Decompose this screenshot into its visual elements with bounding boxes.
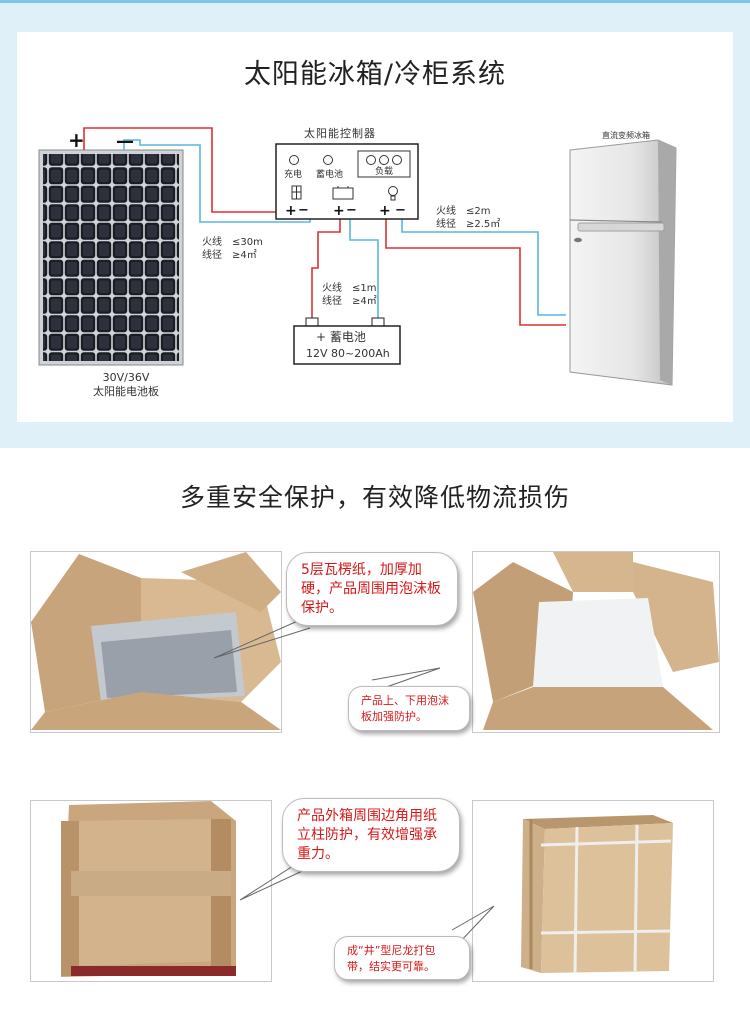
svg-text:+: + [285,203,297,219]
photo-open-box-foam [30,551,282,733]
photo-box-corners [30,800,272,982]
svg-text:−: − [298,203,309,218]
wire-spec-battery-length: 火线 ≤1m [322,283,377,294]
callout-strapping: 成“井”型尼龙打包带，结实更可靠。 [334,936,470,980]
storage-battery [293,317,401,365]
panel-positive-wire [83,127,300,213]
wires [83,127,566,326]
wiring-diagram: + — +− +− +− [38,127,677,386]
wire-spec-panel: 火线 ≤30m 线径 ≥4㎡ [202,236,263,262]
diagram-title: 太阳能冰箱/冷柜系统 [243,59,507,90]
battery-label: + 蓄电池 [316,330,366,344]
battery-spec: 12V 80~200Ah [306,347,390,360]
packaging-title: 多重安全保护，有效降低物流损伤 [179,483,570,512]
panel-voltage: 30V/36V [102,371,150,384]
callout-foam: 产品上、下用泡沫板加强防护。 [348,686,470,731]
fridge-image [569,139,677,386]
panel-caption: 30V/36V 太阳能电池板 [76,371,176,399]
wire-spec-load-length: 火线 ≤2m [436,206,491,217]
controller-charge-label: 充电 [284,170,303,180]
panel-negative-wire [123,139,311,223]
panel-minus-sign: — [116,131,134,152]
callout-corner-posts: 产品外箱周围边角用纸立柱防护，有效增强承重力。 [282,798,460,872]
solar-controller: +− +− +− [275,143,419,220]
controller-battery-label: 蓄电池 [316,170,344,180]
fridge-caption: 直流变频冰箱 [602,131,650,140]
photo-strapped-box [472,800,714,982]
wire-spec-panel-gauge: 线径 ≥4㎡ [202,250,257,261]
wire-spec-load-gauge: 线径 ≥2.5㎡ [436,219,501,230]
panel-name: 太阳能电池板 [93,385,159,398]
wire-spec-load: 火线 ≤2m 线径 ≥2.5㎡ [436,205,500,231]
battery-negative-wire [349,211,379,325]
battery-icon [332,187,354,200]
battery-positive-wire [311,211,341,325]
panel-plus-sign: + [68,128,85,152]
svg-text:+: + [379,203,391,219]
load-positive-wire [385,211,566,326]
controller-title: 太阳能控制器 [304,127,376,140]
callout-corrugated: 5层瓦楞纸，加厚加硬，产品周围用泡沫板保护。 [286,552,458,626]
photo-foam-bottom [472,551,720,733]
wire-spec-battery: 火线 ≤1m 线径 ≥4㎡ [322,282,377,308]
load-negative-wire [401,211,566,316]
svg-text:−: − [395,203,406,218]
solar-panel [38,149,184,366]
svg-text:−: − [346,203,357,218]
wire-spec-panel-length: 火线 ≤30m [202,237,263,248]
wire-spec-battery-gauge: 线径 ≥4㎡ [322,296,377,307]
controller-load-label: 负载 [375,167,394,177]
svg-text:+: + [333,203,345,219]
controller-terminals: +− +− +− [285,203,406,219]
